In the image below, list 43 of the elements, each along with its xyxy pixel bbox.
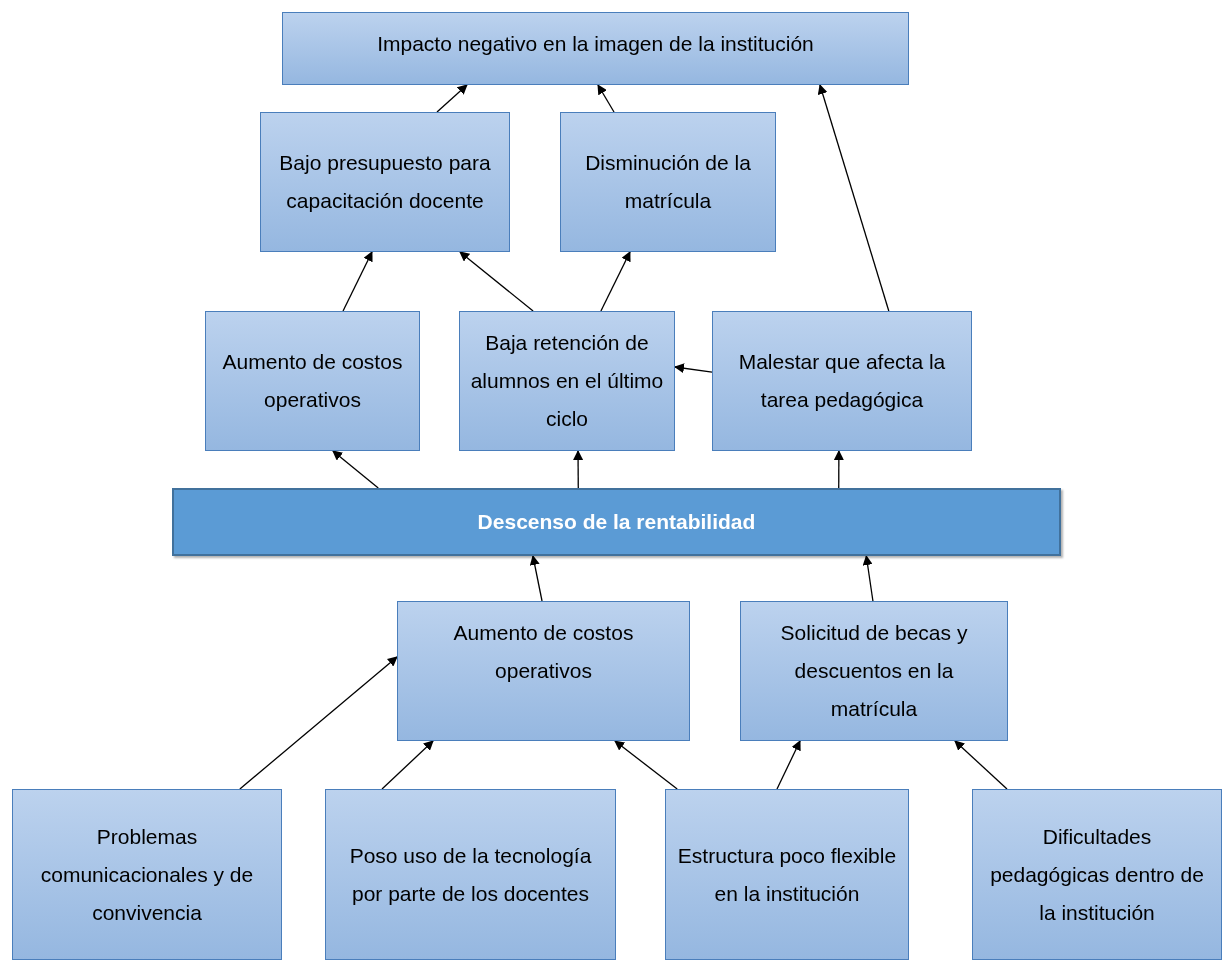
arrow [674,363,713,374]
box-text: Impacto negativo en la imagen de la institución [377,31,814,57]
cause-effect-box [740,601,1008,741]
cause-effect-box [459,311,675,451]
arrow [833,450,844,489]
arrow [862,555,874,602]
arrow [436,84,468,113]
box-text: Estructura poco flexible en la institución [676,842,898,907]
problem-band [172,488,1061,556]
arrow [954,740,1008,790]
box-text: Dificultades pedagógicas dentro de la institución [989,823,1205,926]
cause-effect-box [665,789,909,960]
cause-effect-box [560,112,776,252]
box-text: Problemas comunicacionales y de convivencia [39,823,255,926]
cause-effect-box [205,311,420,451]
cause-effect-box [712,311,972,451]
cause-effect-box [282,12,909,85]
cause-effect-box [260,112,510,252]
box-text: Malestar que afecta la tarea pedagógica [737,349,947,413]
box-text: Baja retención de alumnos en el último ciclo [470,330,664,432]
cause-effect-box [12,789,282,960]
box-text: Disminución de la matrícula [584,150,752,214]
arrow [817,84,890,312]
arrow [459,251,534,312]
arrow [776,740,801,790]
cause-effect-box [325,789,616,960]
cause-effect-box [397,601,690,741]
cause-effect-box [972,789,1222,960]
arrow [342,251,373,312]
arrow [573,450,584,489]
arrow [597,84,615,113]
arrow [614,740,678,790]
arrow [239,656,398,790]
box-text: Poso uso de la tecnología por parte de los docentes [348,842,593,907]
box-text: Aumento de costos operativos [221,349,404,413]
box-text: Bajo presupuesto para capacitación docente [278,150,492,214]
box-text: Solicitud de becas y descuentos en la matrícula [779,620,969,722]
box-text: Aumento de costos operativos [452,620,635,684]
arrow [381,740,434,790]
arrow [529,555,543,602]
arrow [332,450,379,489]
arrow [600,251,631,312]
box-text: Descenso de la rentabilidad [477,509,756,535]
